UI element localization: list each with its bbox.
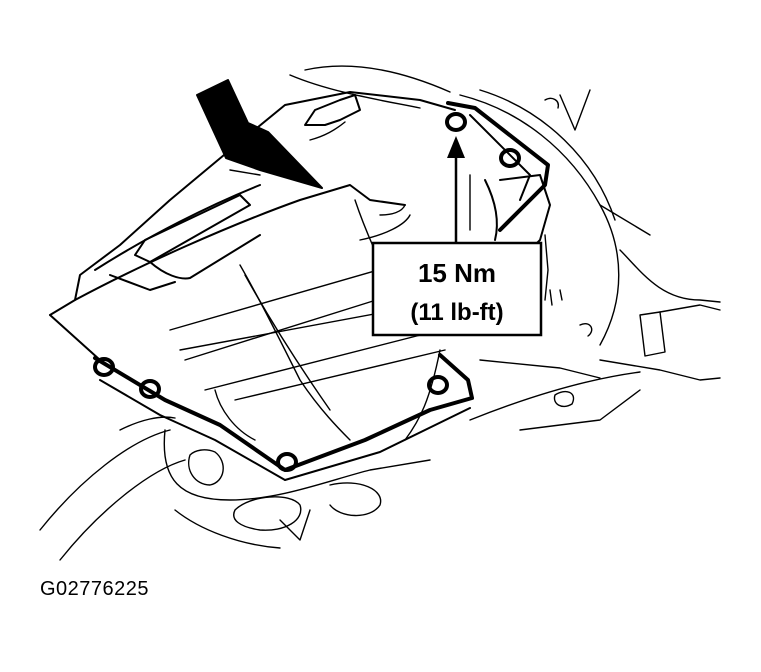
location-arrow xyxy=(196,79,323,189)
torque-callout: 15 Nm (11 lb-ft) xyxy=(371,241,543,337)
bolt-left-2 xyxy=(139,379,161,399)
bolt-top xyxy=(445,112,467,132)
figure-id-label: G02776225 xyxy=(40,578,150,600)
bolt-lower-right xyxy=(427,375,449,395)
bolt-bottom xyxy=(276,452,298,472)
torque-nm-label: 15 Nm xyxy=(418,258,496,288)
mounting-bolts xyxy=(93,112,521,472)
torque-lbft-label: (11 lb-ft) xyxy=(410,299,503,326)
callout-leader xyxy=(447,136,465,243)
bolt-upper-right xyxy=(499,148,521,168)
bolt-left-1 xyxy=(93,357,115,377)
background-structure xyxy=(39,65,721,561)
